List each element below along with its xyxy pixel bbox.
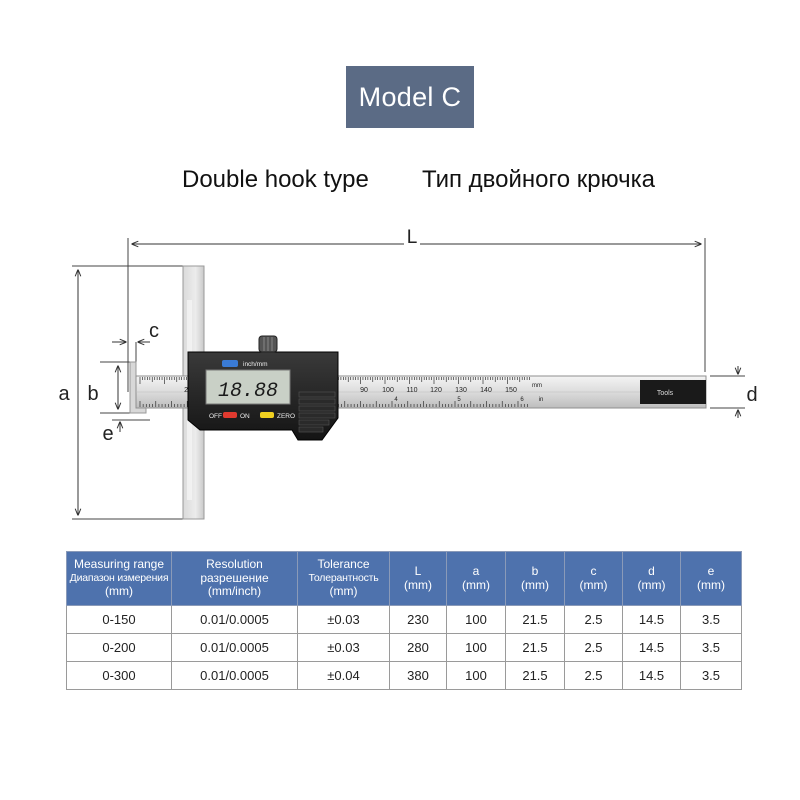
header-line: разрешение xyxy=(200,570,269,585)
mm-scale-number: 90 xyxy=(360,387,368,394)
table-row: 0-300 0.01/0.0005 ±0.04 380 100 21.5 2.5… xyxy=(66,661,742,690)
header-resolution: Resolution разрешение (mm/inch) xyxy=(171,551,298,606)
header-line: a xyxy=(472,564,480,578)
header-tolerance: Tolerance Толерантность (mm) xyxy=(297,551,390,606)
header-line: (mm) xyxy=(105,584,133,599)
cell-resolution: 0.01/0.0005 xyxy=(171,605,298,634)
header-line: (mm) xyxy=(579,577,608,592)
zero-label: ZERO xyxy=(277,413,295,420)
cell-b: 21.5 xyxy=(505,661,565,690)
header-line: (mm) xyxy=(329,584,358,599)
on-off-button[interactable] xyxy=(223,412,237,418)
inch-scale-number: 6 xyxy=(520,397,524,403)
subtitle-russian: Тип двойного крючка xyxy=(422,166,655,193)
header-line: (mm) xyxy=(462,577,490,592)
lcd-readout: 18.88 xyxy=(218,380,278,403)
grip-ridges xyxy=(298,391,336,433)
dimension-label-e: e xyxy=(102,423,113,445)
cell-measuring-range: 0-150 xyxy=(66,605,172,634)
cell-a: 100 xyxy=(446,633,506,662)
header-e: e (mm) xyxy=(680,551,742,606)
mm-scale-number: 110 xyxy=(406,387,417,394)
header-line: (mm) xyxy=(637,577,666,592)
header-line: Resolution xyxy=(206,557,263,572)
cell-d: 14.5 xyxy=(622,661,681,690)
header-line: Measuring range xyxy=(73,557,165,572)
header-line: Tolerance xyxy=(317,557,370,572)
header-line: (mm) xyxy=(404,577,432,592)
header-line: c xyxy=(590,564,597,578)
header-measuring-range: Measuring range Диапазон измерения (mm) xyxy=(66,551,172,606)
header-L: L (mm) xyxy=(389,551,447,606)
cell-c: 2.5 xyxy=(564,605,623,634)
cell-tolerance: ±0.03 xyxy=(297,605,390,634)
table-header-row: Measuring range Диапазон измерения (mm) … xyxy=(66,551,742,606)
off-label: OFF xyxy=(209,413,222,420)
cell-tolerance: ±0.04 xyxy=(297,661,390,690)
header-line: Диапазон измерения xyxy=(69,571,169,584)
inch-scale-number: 4 xyxy=(394,397,398,403)
extension-lines xyxy=(72,238,745,520)
depth-gauge-diagram: L a b c e d Tools 20 90 100 110 120 130 … xyxy=(58,227,758,520)
header-b: b (mm) xyxy=(505,551,565,606)
cell-e: 3.5 xyxy=(680,661,742,690)
cell-a: 100 xyxy=(446,661,506,690)
dimension-label-a: a xyxy=(58,383,70,405)
cell-measuring-range: 0-200 xyxy=(66,633,172,662)
mm-scale-number: 150 xyxy=(505,387,517,394)
dimension-label-b: b xyxy=(87,383,98,405)
header-line: d xyxy=(648,564,655,578)
dimension-label-d: d xyxy=(746,384,757,406)
cell-d: 14.5 xyxy=(622,605,681,634)
cell-d: 14.5 xyxy=(622,633,681,662)
mode-label: inch/mm xyxy=(243,361,268,368)
cell-e: 3.5 xyxy=(680,605,742,634)
table-row: 0-150 0.01/0.0005 ±0.03 230 100 21.5 2.5… xyxy=(66,605,742,634)
cell-measuring-range: 0-300 xyxy=(66,661,172,690)
header-line: (mm/inch) xyxy=(207,584,262,599)
header-line: b xyxy=(531,564,539,578)
subtitle-english: Double hook type xyxy=(182,166,369,193)
cell-tolerance: ±0.03 xyxy=(297,633,390,662)
header-line: L xyxy=(414,564,422,578)
cell-resolution: 0.01/0.0005 xyxy=(171,661,298,690)
cell-L: 230 xyxy=(389,605,447,634)
lcd-screen xyxy=(205,369,291,405)
header-line: (mm) xyxy=(521,577,549,592)
brand-label: Tools xyxy=(657,390,674,397)
table-row: 0-200 0.01/0.0005 ±0.03 280 100 21.5 2.5… xyxy=(66,633,742,662)
cell-b: 21.5 xyxy=(505,633,565,662)
dimension-label-c: c xyxy=(149,320,159,342)
header-line: (mm) xyxy=(697,577,725,592)
inch-scale-number: 5 xyxy=(457,397,461,403)
dimension-label-L: L xyxy=(407,227,418,248)
cell-b: 21.5 xyxy=(505,605,565,634)
cell-a: 100 xyxy=(446,605,506,634)
mm-scale-number: 140 xyxy=(480,387,492,394)
cell-e: 3.5 xyxy=(680,633,742,662)
specification-table: Measuring range Диапазон измерения (mm) … xyxy=(66,551,742,690)
mm-scale-number: 130 xyxy=(455,387,467,394)
mm-scale-number: 120 xyxy=(430,387,442,394)
label-L-backdrop xyxy=(404,228,420,248)
mm-unit-label: mm xyxy=(532,383,542,389)
header-line: e xyxy=(707,564,715,578)
model-label: Model C xyxy=(358,81,462,112)
header-c: c (mm) xyxy=(564,551,623,606)
cell-c: 2.5 xyxy=(564,633,623,662)
zero-button[interactable] xyxy=(260,412,274,418)
cell-L: 380 xyxy=(389,661,447,690)
mm-scale-number: 100 xyxy=(382,387,394,394)
cell-L: 280 xyxy=(389,633,447,662)
mode-button[interactable] xyxy=(222,360,238,367)
header-a: a (mm) xyxy=(446,551,506,606)
cell-c: 2.5 xyxy=(564,661,623,690)
model-label-box: Model C xyxy=(346,66,474,128)
brand-plate xyxy=(640,380,706,404)
on-label: ON xyxy=(240,413,250,420)
header-d: d (mm) xyxy=(622,551,681,606)
cell-resolution: 0.01/0.0005 xyxy=(171,633,298,662)
header-line: Толерантность xyxy=(308,571,379,584)
inch-unit-label: in xyxy=(539,397,544,403)
